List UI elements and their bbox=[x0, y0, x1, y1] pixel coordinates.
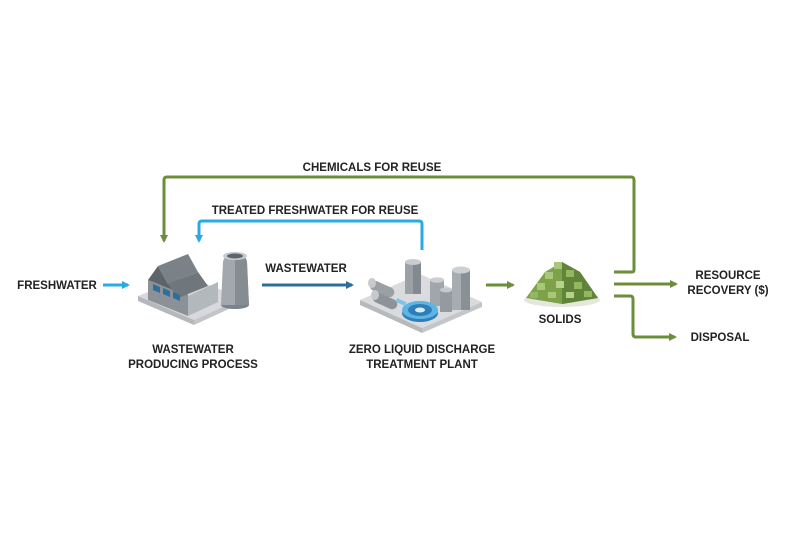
wastewater-label: WASTEWATER bbox=[265, 263, 347, 275]
solids-pile-icon bbox=[524, 262, 600, 307]
process-label-line2: PRODUCING PROCESS bbox=[128, 359, 258, 371]
process-label-line1: WASTEWATER bbox=[152, 344, 234, 356]
treatment-plant-icon bbox=[360, 259, 482, 333]
chemicals-reuse-arrow bbox=[160, 175, 636, 274]
factory-icon bbox=[138, 252, 249, 325]
freshwater-label: FRESHWATER bbox=[17, 280, 97, 292]
chemicals-reuse-label: CHEMICALS FOR REUSE bbox=[303, 162, 442, 174]
resource-recovery-label-line1: RESOURCE bbox=[695, 270, 761, 282]
treated-freshwater-arrow bbox=[195, 219, 424, 250]
plant-label-line1: ZERO LIQUID DISCHARGE bbox=[349, 344, 496, 356]
treated-freshwater-label: TREATED FRESHWATER FOR REUSE bbox=[212, 205, 419, 217]
plant-label-line2: TREATMENT PLANT bbox=[366, 359, 478, 371]
disposal-label: DISPOSAL bbox=[691, 332, 750, 344]
resource-recovery-label-line2: RECOVERY ($) bbox=[687, 285, 768, 297]
disposal-arrow bbox=[614, 294, 677, 341]
solids-label: SOLIDS bbox=[539, 314, 582, 326]
